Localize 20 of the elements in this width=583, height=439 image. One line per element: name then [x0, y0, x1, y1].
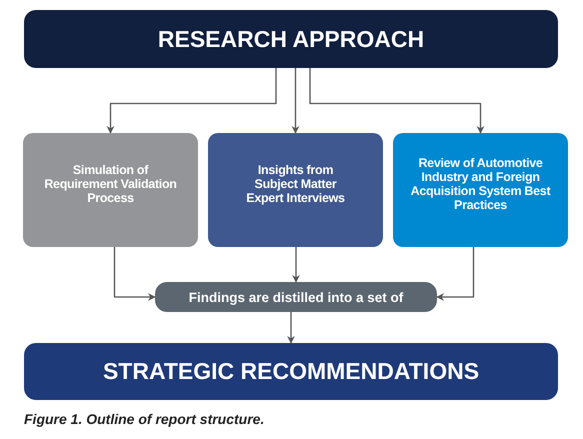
arrow: [436, 247, 474, 301]
arrow: [106, 68, 277, 134]
node-text: Review of Automotive Industry and Foreign Acquisition System Best Practices: [410, 156, 552, 212]
arrow: [309, 68, 484, 134]
node-text: Findings are distilled into a set of: [188, 290, 404, 304]
arrow: [292, 68, 300, 134]
figure-caption: Figure 1. Outline of report structure.: [24, 411, 264, 427]
summary-pill: [155, 282, 437, 312]
node-text: STRATEGIC RECOMMENDATIONS: [102, 358, 480, 385]
node-text: RESEARCH APPROACH: [158, 26, 424, 52]
process-box: [393, 133, 568, 247]
process-box: [23, 133, 198, 247]
banner-box: [24, 10, 558, 68]
arrow: [114, 247, 156, 301]
process-box: [208, 133, 383, 247]
node-text: Insights from Subject Matter Expert Interviews: [245, 163, 346, 205]
banner-box: [24, 343, 558, 400]
arrow: [287, 312, 295, 344]
node-text: Simulation of Requirement Validation Process: [43, 163, 178, 205]
arrow: [292, 247, 300, 283]
